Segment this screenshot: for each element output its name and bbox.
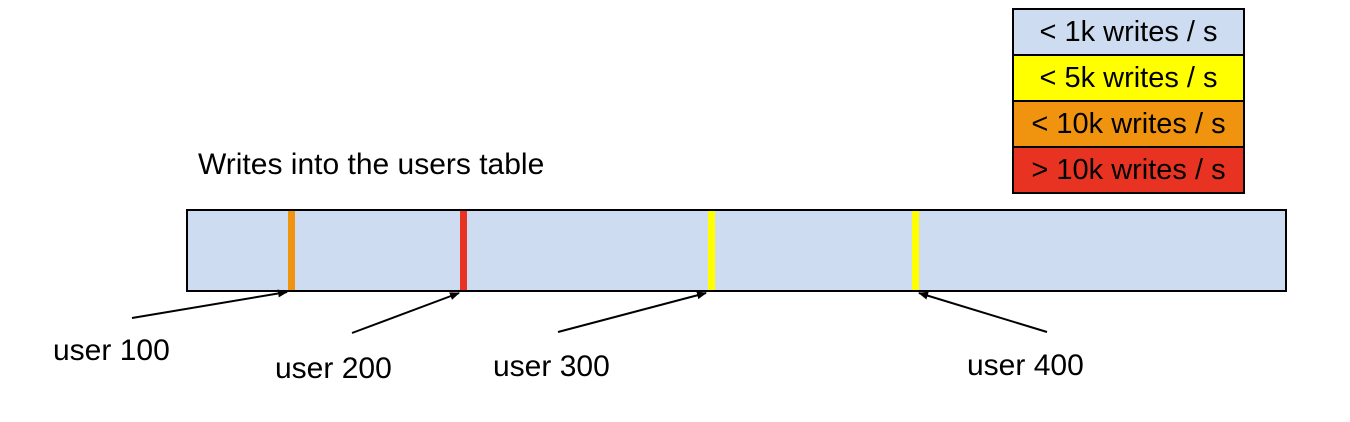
legend-label-lt-10k: < 10k writes / s <box>1031 107 1226 140</box>
users-table-bar <box>186 209 1287 292</box>
arrow-user-200 <box>351 292 460 334</box>
hotspot-stripe-user-200 <box>460 211 467 290</box>
arrow-user-100 <box>131 289 288 319</box>
legend-item-lt-1k: < 1k writes / s <box>1012 8 1245 56</box>
label-user-400: user 400 <box>967 349 1084 382</box>
arrow-user-400 <box>918 291 1048 333</box>
hotspot-stripe-user-300 <box>708 211 715 290</box>
hotspot-stripe-user-100 <box>288 211 295 290</box>
legend-label-lt-1k: < 1k writes / s <box>1039 15 1218 48</box>
diagram-title: Writes into the users table <box>198 148 545 181</box>
legend-label-gt-10k: > 10k writes / s <box>1031 153 1226 186</box>
label-user-200: user 200 <box>275 352 392 385</box>
legend-item-gt-10k: > 10k writes / s <box>1012 146 1245 194</box>
label-user-100: user 100 <box>53 334 170 367</box>
legend-item-lt-5k: < 5k writes / s <box>1012 54 1245 102</box>
legend: < 1k writes / s < 5k writes / s < 10k wr… <box>1012 8 1245 194</box>
legend-label-lt-5k: < 5k writes / s <box>1039 61 1218 94</box>
hotspot-stripe-user-400 <box>912 211 919 290</box>
legend-item-lt-10k: < 10k writes / s <box>1012 100 1245 148</box>
arrow-user-300 <box>557 291 707 333</box>
label-user-300: user 300 <box>493 350 610 383</box>
